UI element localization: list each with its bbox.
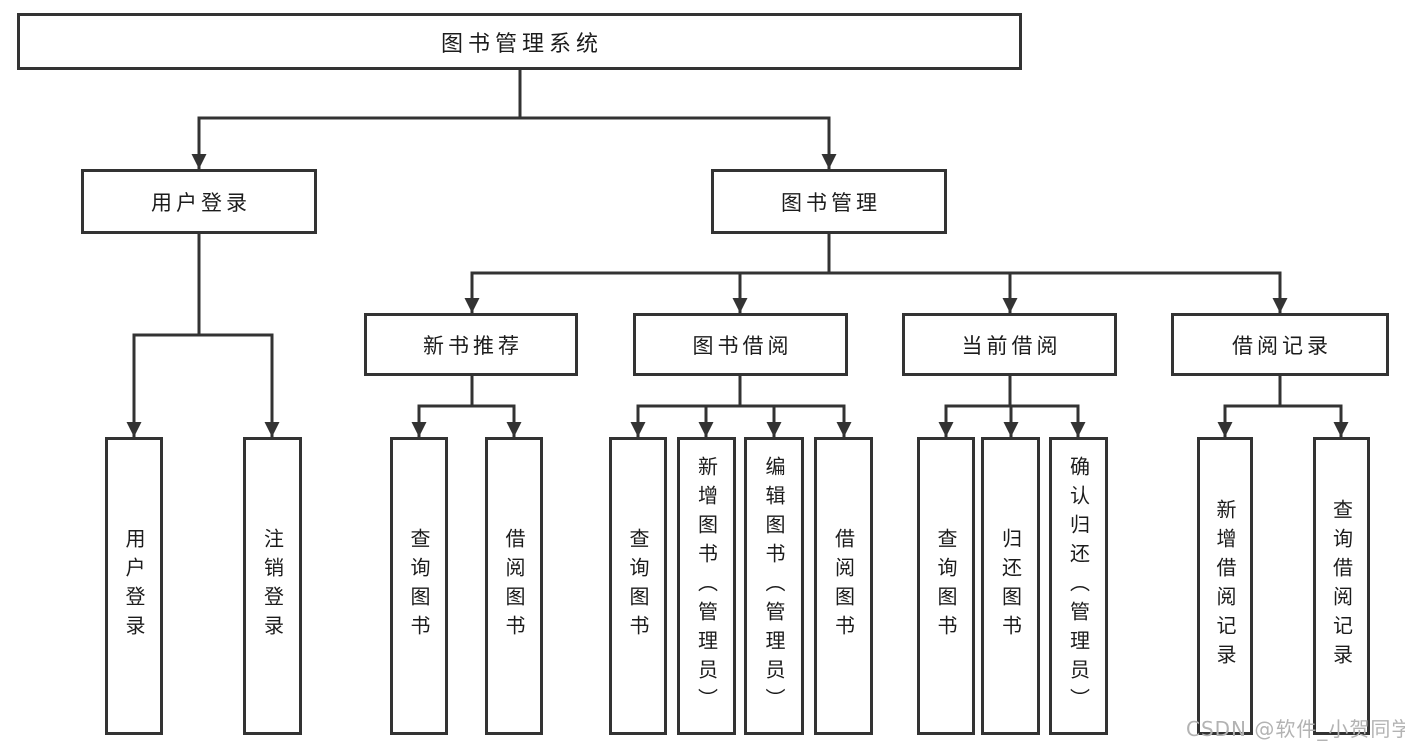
node-leaf-query-books-1-label: 查询图书	[407, 528, 431, 644]
node-leaf-logout: 注销登录	[243, 437, 302, 735]
node-leaf-borrow-books-1: 借阅图书	[485, 437, 543, 735]
node-current-borrowing: 当前借阅	[902, 313, 1117, 376]
node-leaf-borrow-books-1-label: 借阅图书	[502, 528, 526, 644]
node-leaf-add-books-admin-label: 新增图书（管理员）	[694, 455, 719, 717]
node-leaf-query-books-3: 查询图书	[917, 437, 975, 735]
node-leaf-return-books-label: 归还图书	[998, 528, 1023, 644]
node-root-system-label: 图书管理系统	[440, 31, 603, 57]
node-leaf-return-books: 归还图书	[981, 437, 1040, 735]
node-book-management-module: 图书管理	[711, 169, 947, 234]
node-borrow-records: 借阅记录	[1171, 313, 1389, 376]
node-book-borrowing: 图书借阅	[633, 313, 848, 376]
node-leaf-logout-label: 注销登录	[260, 528, 285, 644]
node-leaf-edit-books-admin-label: 编辑图书（管理员）	[762, 455, 786, 717]
node-leaf-borrow-books-2: 借阅图书	[814, 437, 873, 735]
node-leaf-query-borrow-record-label: 查询借阅记录	[1329, 499, 1354, 673]
node-leaf-add-borrow-record-label: 新增借阅记录	[1213, 499, 1237, 673]
node-new-book-recommend-label: 新书推荐	[423, 333, 523, 358]
node-leaf-borrow-books-2-label: 借阅图书	[831, 528, 856, 644]
node-leaf-add-books-admin: 新增图书（管理员）	[677, 437, 736, 735]
csdn-watermark: CSDN @软件_小贺同学	[1186, 717, 1405, 741]
node-leaf-query-books-2: 查询图书	[609, 437, 667, 735]
node-root-system: 图书管理系统	[17, 13, 1022, 70]
node-leaf-user-login-label: 用户登录	[122, 528, 146, 644]
node-new-book-recommend: 新书推荐	[364, 313, 578, 376]
node-user-login-module-label: 用户登录	[151, 190, 251, 215]
node-leaf-query-books-3-label: 查询图书	[934, 528, 958, 644]
node-leaf-user-login: 用户登录	[105, 437, 163, 735]
node-leaf-query-books-1: 查询图书	[390, 437, 448, 735]
node-leaf-edit-books-admin: 编辑图书（管理员）	[744, 437, 804, 735]
node-current-borrowing-label: 当前借阅	[961, 333, 1062, 358]
node-leaf-query-borrow-record: 查询借阅记录	[1313, 437, 1370, 735]
node-leaf-query-books-2-label: 查询图书	[626, 528, 650, 644]
node-borrow-records-label: 借阅记录	[1232, 333, 1332, 358]
node-leaf-add-borrow-record: 新增借阅记录	[1197, 437, 1253, 735]
node-book-management-module-label: 图书管理	[781, 190, 881, 215]
node-leaf-confirm-return-admin-label: 确认归还（管理员）	[1066, 455, 1091, 717]
node-book-borrowing-label: 图书借阅	[692, 333, 793, 358]
node-leaf-confirm-return-admin: 确认归还（管理员）	[1049, 437, 1108, 735]
node-user-login-module: 用户登录	[81, 169, 317, 234]
